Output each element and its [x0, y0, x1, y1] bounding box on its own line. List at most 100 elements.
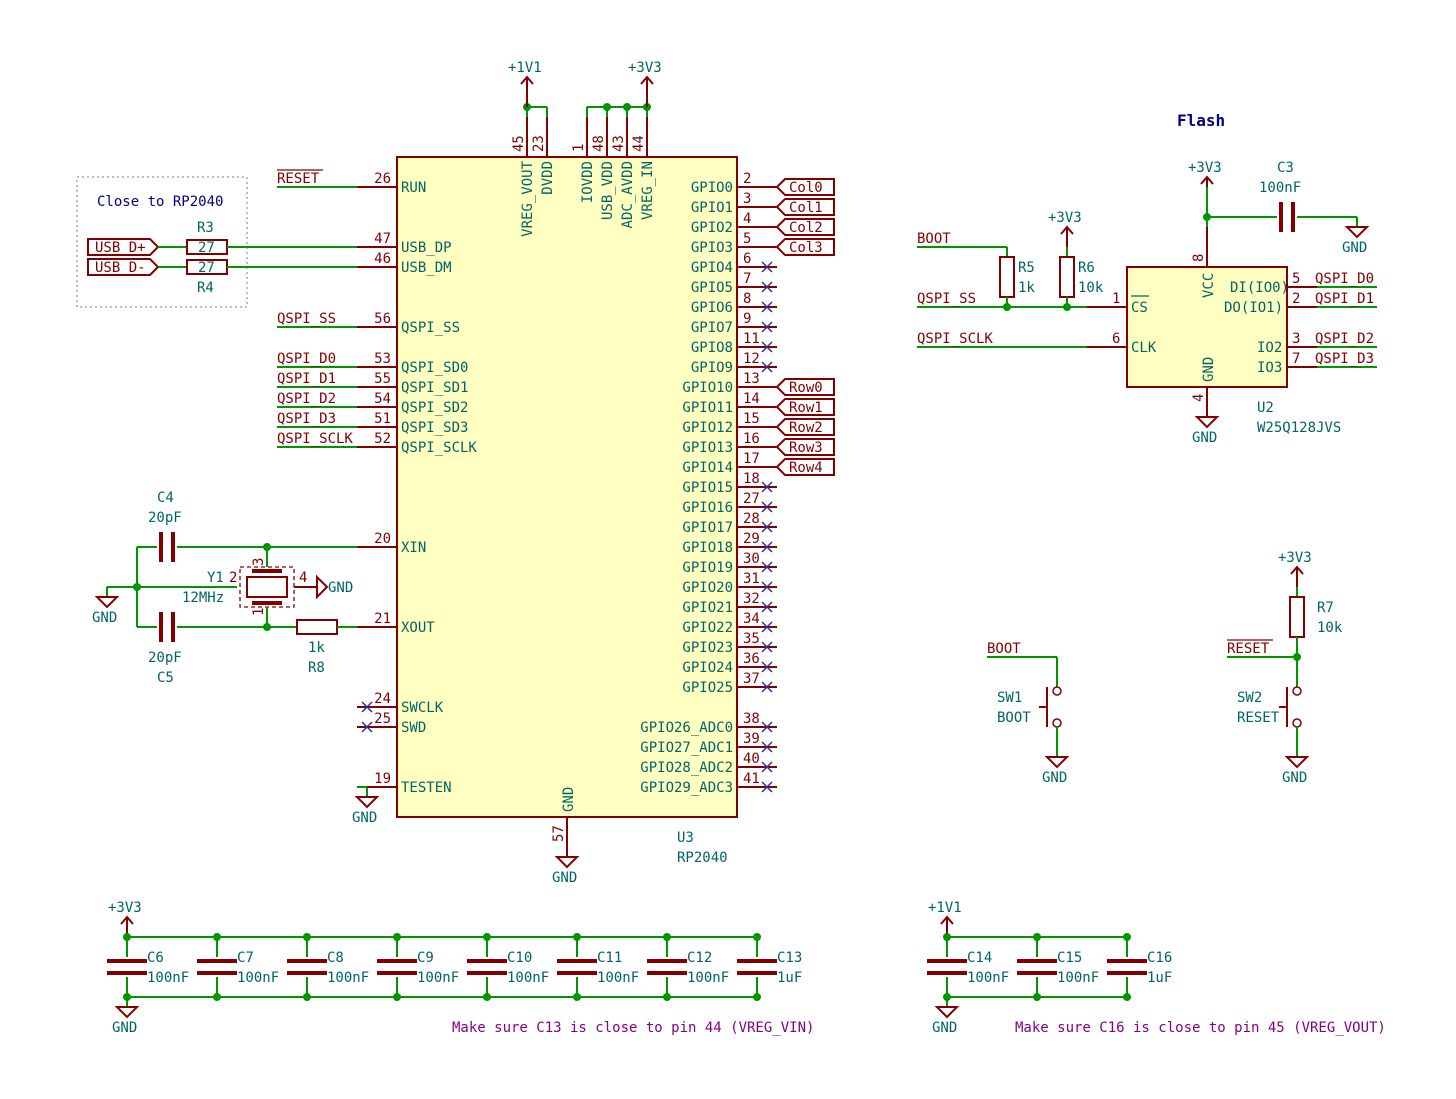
- y1-value: 12MHz: [182, 590, 224, 606]
- u3-pin-num-38: 38: [743, 711, 760, 727]
- u3-pin-num-16: 16: [743, 431, 760, 447]
- crystal-section: C4 20pF 20pF C5 GND GND 2 4 3 1 Y1 12MHz…: [92, 490, 357, 686]
- u3-pin-num-13: 13: [743, 371, 760, 387]
- u2-pin2-num: 2: [1292, 291, 1300, 307]
- flash-qspi-sclk: QSPI_SCLK: [917, 331, 993, 347]
- r8-ref: R8: [308, 660, 325, 676]
- u3-pin-num-37: 37: [743, 671, 760, 687]
- u3-pin-gpio20: GPIO20: [682, 580, 733, 596]
- net-port-row3: [775, 438, 835, 456]
- qspi-d1-net: QSPI_D1: [277, 371, 336, 387]
- u3-pin-num-19: 19: [374, 771, 391, 787]
- gnd-symbol-y1: [316, 574, 329, 600]
- u3-pin-num-52: 52: [374, 431, 391, 447]
- note-c13: Make sure C13 is close to pin 44 (VREG_V…: [452, 1020, 814, 1036]
- cap-ref-c14: C14: [967, 950, 992, 966]
- u3-pin-num-54: 54: [374, 391, 391, 407]
- gnd-symbol-sw2: [1284, 756, 1310, 769]
- sw2-value: RESET: [1237, 710, 1280, 726]
- net-label-row1: Row1: [789, 400, 823, 416]
- net-label-row2: Row2: [789, 420, 823, 436]
- cap-value-c9: 100nF: [417, 970, 459, 986]
- r7-value: 10k: [1317, 620, 1343, 636]
- u3-pin-num-55: 55: [374, 371, 391, 387]
- p3v3-label-u3: +3V3: [628, 60, 662, 76]
- u3-pin-gpio0: GPIO0: [691, 180, 733, 196]
- u3-pin-num-48: 48: [591, 135, 607, 152]
- r3-value: 27: [198, 240, 215, 256]
- u3-pin-num-53: 53: [374, 351, 391, 367]
- u3-pin-xout: XOUT: [401, 620, 435, 636]
- u3-pin-vreg_vout: VREG_VOUT: [520, 160, 536, 236]
- u2-pin6-num: 6: [1112, 331, 1120, 347]
- u2-pin-io3: IO3: [1257, 360, 1282, 376]
- r7-ref: R7: [1317, 600, 1334, 616]
- u2-pin-io2: IO2: [1257, 340, 1282, 356]
- u3-pin-usb_vdd: USB_VDD: [600, 161, 616, 220]
- u3-pin-qspi_sclk: QSPI_SCLK: [401, 440, 477, 456]
- u3-pin-num-15: 15: [743, 411, 760, 427]
- cap-value-c13: 1uF: [777, 970, 802, 986]
- cap-value-c15: 100nF: [1057, 970, 1099, 986]
- u3-pin-num-39: 39: [743, 731, 760, 747]
- net-port-row1: [775, 398, 835, 416]
- flash-section: Flash U2 W25Q128JVS 1 CS 6 CLK 8 VCC 4 G…: [917, 111, 1377, 446]
- usb-dm-port: [87, 258, 160, 276]
- u3-pin-num-44: 44: [631, 135, 647, 152]
- u2-pin-clk: CLK: [1131, 340, 1157, 356]
- u3-pin-num-26: 26: [374, 171, 391, 187]
- u2-pin-vcc: VCC: [1201, 273, 1217, 298]
- u3-pin-gpio15: GPIO15: [682, 480, 733, 496]
- u3-pin-num-34: 34: [743, 611, 760, 627]
- u3-pin-usb_dm: USB_DM: [401, 260, 452, 276]
- u3-pin-num-43: 43: [611, 135, 627, 152]
- cap-ref-c13: C13: [777, 950, 802, 966]
- u3-pin-adc_avdd: ADC_AVDD: [620, 161, 636, 228]
- p3v3-label-r7: +3V3: [1278, 550, 1312, 566]
- u2-pin-do: DO(IO1): [1224, 300, 1283, 316]
- net-label-row3: Row3: [789, 440, 823, 456]
- net-label-row0: Row0: [789, 380, 823, 396]
- u3-pin-gpio9: GPIO9: [691, 360, 733, 376]
- u3-pin-gpio11: GPIO11: [682, 400, 733, 416]
- u3-pin-num-30: 30: [743, 551, 760, 567]
- net-label-col1: Col1: [789, 200, 823, 216]
- u3-pin-usb_dp: USB_DP: [401, 240, 452, 256]
- c3-value: 100nF: [1259, 180, 1301, 196]
- u3-pin-num-11: 11: [743, 331, 760, 347]
- u3-pin-num-9: 9: [743, 311, 751, 327]
- cap-value-c10: 100nF: [507, 970, 549, 986]
- gnd-label-u2: GND: [1192, 430, 1217, 446]
- flash-qspi-ss: QSPI_SS: [917, 291, 976, 307]
- qspi-d2-net: QSPI_D2: [277, 391, 336, 407]
- y1-body: [246, 576, 288, 598]
- r4-ref: R4: [197, 280, 214, 296]
- u3-ref: U3: [677, 830, 694, 846]
- flash-qspi-d3: QSPI_D3: [1315, 351, 1374, 367]
- gnd-label-decoupling: GND: [112, 1020, 137, 1036]
- u3-pin-swd: SWD: [401, 720, 426, 736]
- u2-pin-cs: CS: [1131, 300, 1148, 316]
- r5-value: 1k: [1018, 280, 1035, 296]
- u3-pin-num-32: 32: [743, 591, 760, 607]
- decoupling-3v3: +3V3 GND C6100nFC7100nFC8100nFC9100nFC10…: [107, 900, 814, 1036]
- u3-pin-num-46: 46: [374, 251, 391, 267]
- gnd-symbol-crystal: [94, 596, 120, 609]
- u3-pin-num-2: 2: [743, 171, 751, 187]
- u2-pin8-num: 8: [1191, 254, 1207, 262]
- r3-ref: R3: [197, 220, 214, 236]
- u3-pin-testen: TESTEN: [401, 780, 452, 796]
- c5-ref: C5: [157, 670, 174, 686]
- net-label-row4: Row4: [789, 460, 823, 476]
- gnd-label-sw1: GND: [1042, 770, 1067, 786]
- r8-body: [296, 619, 338, 635]
- u3-pin-num-47: 47: [374, 231, 391, 247]
- p1v1-label-decoupling: +1V1: [928, 900, 962, 916]
- net-port-col0: [775, 178, 835, 196]
- u2-pin-gnd: GND: [1201, 357, 1217, 382]
- u2-pin4-num: 4: [1191, 394, 1207, 402]
- u3-pin-gpio10: GPIO10: [682, 380, 733, 396]
- cap-ref-c6: C6: [147, 950, 164, 966]
- u3-pin-qspi_sd3: QSPI_SD3: [401, 420, 468, 436]
- u3-pin-swclk: SWCLK: [401, 700, 444, 716]
